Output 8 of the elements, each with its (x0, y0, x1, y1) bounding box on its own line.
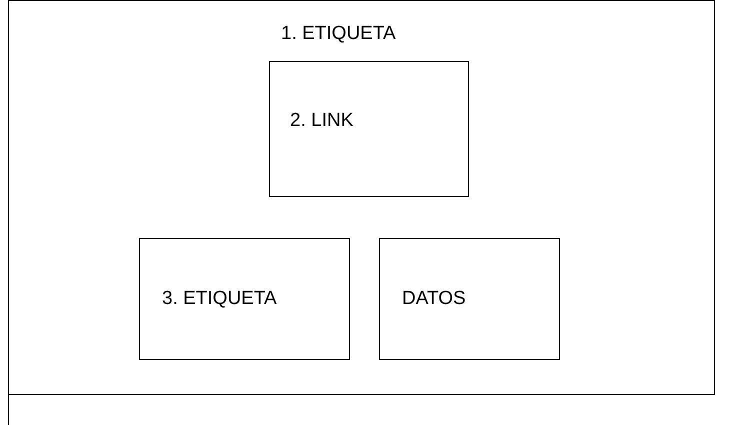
box-label: 2. LINK (290, 110, 354, 132)
content-box (269, 61, 469, 197)
box-label: DATOS (402, 288, 466, 310)
frame-box (8, 0, 715, 395)
box-label: 3. ETIQUETA (162, 288, 277, 310)
content-box (139, 238, 350, 360)
frame-heading: 1. ETIQUETA (281, 23, 396, 45)
content-box (379, 238, 560, 360)
